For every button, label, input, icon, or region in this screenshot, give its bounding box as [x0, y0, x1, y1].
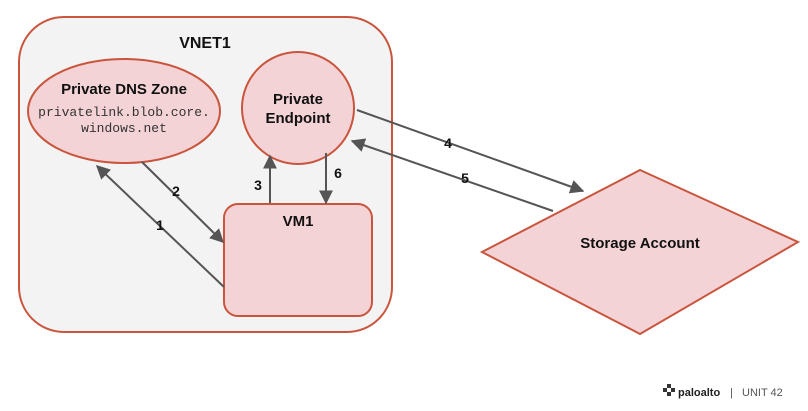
arrow-step-5: [350, 138, 554, 212]
arrow-step-2: [141, 161, 224, 243]
vm1-node: VM1: [223, 203, 373, 317]
arrow-step-1: [95, 165, 225, 288]
logo-brand: paloalto: [678, 387, 720, 399]
private-endpoint-line1: Private: [273, 91, 323, 108]
dns-zone-domain-line2: windows.net: [81, 121, 167, 136]
private-dns-zone-node: Private DNS Zone privatelink.blob.core. …: [27, 58, 221, 164]
vnet-label: VNET1: [179, 35, 231, 52]
step-label-4: 4: [444, 135, 452, 151]
paloalto-unit42-logo: paloalto | UNIT 42: [663, 384, 783, 399]
step-label-1: 1: [156, 217, 164, 233]
vm1-label: VM1: [283, 213, 314, 230]
paloalto-mark-icon: [663, 384, 675, 396]
step-label-3: 3: [254, 177, 262, 193]
private-endpoint-line2: Endpoint: [266, 110, 331, 127]
dns-zone-domain-line1: privatelink.blob.core.: [38, 105, 210, 120]
step-label-5: 5: [461, 170, 469, 186]
storage-account-node: Storage Account: [479, 168, 801, 336]
step-label-2: 2: [172, 183, 180, 199]
storage-account-label: Storage Account: [580, 235, 699, 252]
dns-zone-title: Private DNS Zone: [61, 81, 187, 98]
private-endpoint-node: Private Endpoint: [241, 51, 355, 165]
logo-separator: |: [730, 387, 733, 399]
step-label-6: 6: [334, 165, 342, 181]
arrow-step-4: [356, 109, 585, 194]
logo-unit: UNIT 42: [742, 387, 783, 399]
